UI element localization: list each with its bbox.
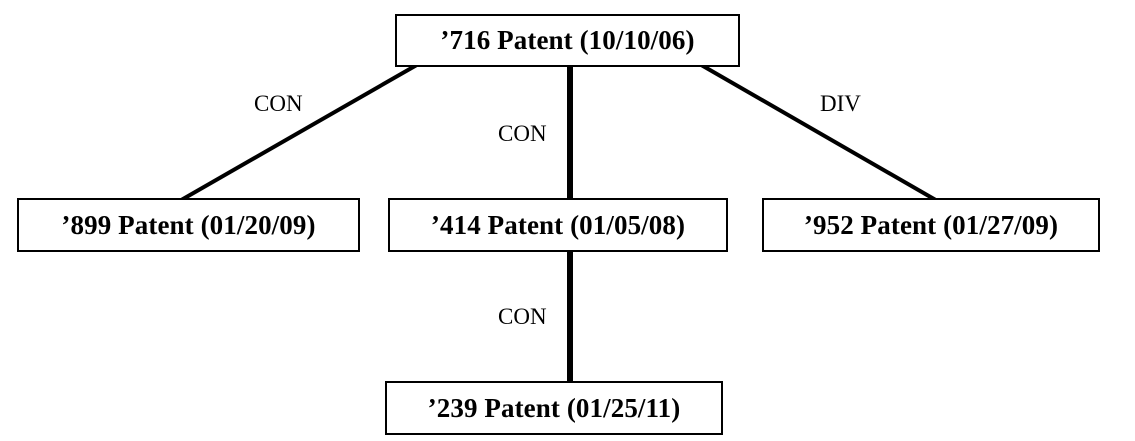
patent-node-414: ’414 Patent (01/05/08): [388, 198, 728, 252]
patent-node-239-label: ’239 Patent (01/25/11): [427, 392, 681, 423]
patent-node-899-label: ’899 Patent (01/20/09): [61, 209, 316, 240]
edge-label-716-to-899: CON: [254, 91, 303, 116]
edge-716-to-952: [700, 63, 937, 202]
patent-node-952-label: ’952 Patent (01/27/09): [803, 209, 1059, 240]
edge-716-to-899: [180, 63, 418, 202]
patent-node-716-label: ’716 Patent (10/10/06): [440, 25, 695, 55]
patent-node-952: ’952 Patent (01/27/09): [762, 198, 1100, 252]
patent-node-716: ’716 Patent (10/10/06): [395, 14, 740, 67]
patent-node-899: ’899 Patent (01/20/09): [17, 198, 360, 252]
edge-label-716-to-414: CON: [498, 121, 547, 146]
patent-node-239: ’239 Patent (01/25/11): [385, 381, 723, 435]
patent-node-414-label: ’414 Patent (01/05/08): [430, 209, 686, 240]
edge-label-716-to-952: DIV: [820, 91, 861, 116]
edge-label-414-to-239: CON: [498, 304, 547, 329]
